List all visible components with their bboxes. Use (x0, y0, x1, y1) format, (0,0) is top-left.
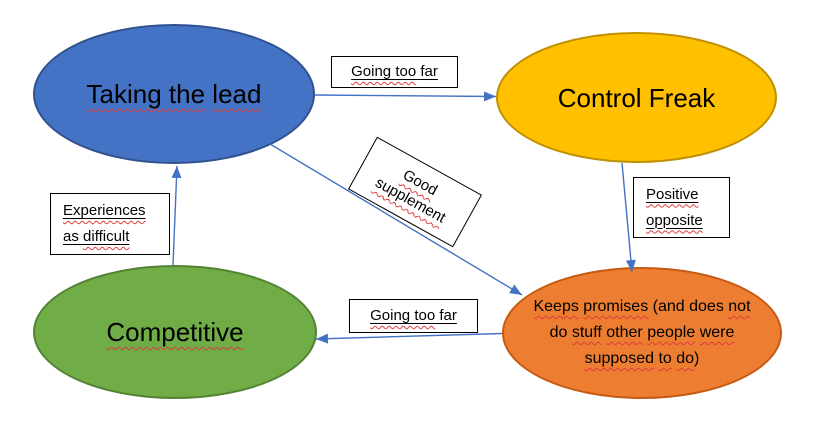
arrow-competitive-to-taking-lead (171, 165, 182, 266)
misspelled-word: not (728, 298, 751, 315)
arrow-taking-lead-to-control-freak (314, 91, 497, 102)
misspelled-word: people (647, 324, 696, 341)
misspelled-word: opposite (646, 211, 703, 229)
misspelled-word: to (658, 350, 672, 367)
node-keeps-promises: Keeps promises (and does not do stuff ot… (502, 267, 782, 399)
text-segment: far (416, 63, 438, 80)
misspelled-word: Keeps (533, 298, 579, 315)
node-label: Taking the lead (87, 79, 262, 109)
misspelled-word: Positive (646, 185, 699, 203)
edge-label-text: Going too far (351, 59, 438, 85)
misspelled-word: Experiences (63, 202, 146, 219)
misspelled-word: supposed (584, 350, 654, 367)
misspelled-word: Going too (351, 63, 417, 80)
edge-label-text: Positive (646, 182, 699, 208)
edge-label-positive-opposite: Positive opposite (633, 177, 730, 238)
node-label: Control Freak (558, 83, 716, 113)
misspelled-word: Going too (370, 307, 436, 324)
text-segment: far (435, 307, 457, 324)
edge-label-going-too-far-bottom: Going too far (349, 299, 478, 333)
text-segment: as (63, 228, 84, 245)
arrow-keeps-promises-to-competitive (315, 332, 503, 344)
edge-label-text: opposite (646, 208, 703, 234)
misspelled-word: other (606, 324, 643, 341)
edge-label-going-too-far-top: Going too far (331, 56, 458, 88)
edge-label-experiences-as-difficult: Experiences as difficult (50, 193, 170, 255)
edge-label-good-supplement: Good supplement (347, 136, 483, 248)
node-label-line: supposed to do) (585, 346, 700, 372)
misspelled-word: were (699, 324, 735, 341)
text-segment: do (549, 324, 572, 341)
edge-label-text: Experiences (63, 198, 146, 224)
misspelled-word: Competitive (106, 317, 244, 347)
node-label-line: do stuff other people were (550, 320, 735, 346)
node-competitive: Competitive (33, 265, 317, 399)
misspelled-word: stuff (571, 324, 602, 341)
node-label: Competitive (106, 317, 243, 347)
misspelled-word: do (676, 350, 695, 367)
arrow-control-freak-to-keeps-promises (621, 162, 636, 273)
misspelled-word: promises (583, 298, 649, 315)
misspelled-word: lead (212, 79, 262, 109)
text-segment: ) (694, 350, 700, 367)
text-segment: (and does (648, 298, 729, 315)
misspelled-word: difficult (83, 228, 130, 245)
edge-label-text: Going too far (370, 303, 457, 329)
node-label-line: Keeps promises (and does not (533, 294, 750, 320)
misspelled-word: Taking the (86, 79, 206, 109)
edge-label-text: as difficult (63, 224, 129, 250)
node-taking-the-lead: Taking the lead (33, 24, 315, 164)
text-segment: Control Freak (557, 82, 716, 113)
node-control-freak: Control Freak (496, 32, 777, 163)
